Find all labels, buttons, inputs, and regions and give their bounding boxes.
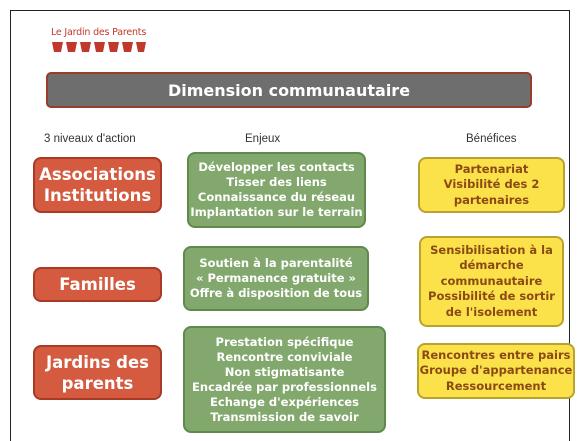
- flowerpots-icon: [52, 42, 146, 52]
- level-familles: Familles: [33, 267, 162, 302]
- issue-item: Soutien à la parentalité: [199, 256, 353, 270]
- benefit-item: de l'isolement: [445, 304, 538, 319]
- issues-box-jardins: Prestation spécifique Rencontre convivia…: [183, 326, 386, 433]
- issue-item: Offre à disposition de tous: [189, 286, 363, 300]
- issue-item: Encadrée par professionnels: [192, 379, 377, 394]
- benefit-item: démarche: [459, 258, 524, 273]
- issue-item: Transmission de savoir: [210, 409, 359, 424]
- issue-item: Développer les contacts: [198, 160, 355, 174]
- issue-item: Tisser des liens: [226, 175, 327, 189]
- level-line: Associations: [39, 165, 156, 184]
- level-line: parents: [61, 373, 134, 393]
- benefit-item: Sensibilisation à la: [430, 242, 553, 257]
- benefits-box-familles: Sensibilisation à la démarche communauta…: [419, 236, 564, 327]
- page-title: Dimension communautaire: [167, 80, 411, 100]
- level-associations-institutions: Associations Institutions: [33, 157, 162, 213]
- logo-text: Le Jardin des Parents: [51, 27, 147, 38]
- issue-item: Prestation spécifique: [215, 334, 354, 349]
- issues-box-associations: Développer les contacts Tisser des liens…: [187, 152, 366, 228]
- issue-item: Connaissance du réseau: [197, 190, 356, 204]
- title-banner: Dimension communautaire: [46, 72, 532, 108]
- benefit-item: Groupe d'appartenance: [419, 363, 573, 378]
- benefit-item: Partenariat: [454, 161, 529, 176]
- issue-item: Rencontre conviviale: [216, 349, 353, 364]
- issue-item: Echange d'expériences: [210, 394, 359, 409]
- issue-item: Implantation sur le terrain: [190, 205, 363, 219]
- benefit-item: partenaires: [453, 192, 530, 207]
- column-header-benefits: Bénéfices: [466, 133, 517, 145]
- benefits-box-jardins: Rencontres entre pairs Groupe d'apparten…: [417, 343, 575, 399]
- level-line: Familles: [59, 275, 136, 294]
- column-header-issues: Enjeux: [245, 133, 281, 145]
- benefit-item: communautaire: [440, 273, 543, 288]
- benefit-item: Possibilité de sortir: [428, 289, 555, 304]
- benefits-box-associations: Partenariat Visibilité des 2 partenaires: [418, 157, 565, 213]
- column-header-levels: 3 niveaux d'action: [44, 133, 136, 145]
- issue-item: « Permanence gratuite »: [196, 271, 356, 285]
- level-line: Jardins des: [45, 352, 149, 372]
- level-line: Institutions: [43, 186, 152, 205]
- benefit-item: Ressourcement: [445, 378, 547, 393]
- benefit-item: Visibilité des 2: [443, 177, 540, 192]
- issues-box-familles: Soutien à la parentalité « Permanence gr…: [183, 246, 369, 311]
- logo: Le Jardin des Parents: [51, 27, 161, 57]
- benefit-item: Rencontres entre pairs: [421, 347, 571, 362]
- issue-item: Non stigmatisante: [224, 364, 345, 379]
- level-jardins-des-parents: Jardins des parents: [33, 345, 162, 400]
